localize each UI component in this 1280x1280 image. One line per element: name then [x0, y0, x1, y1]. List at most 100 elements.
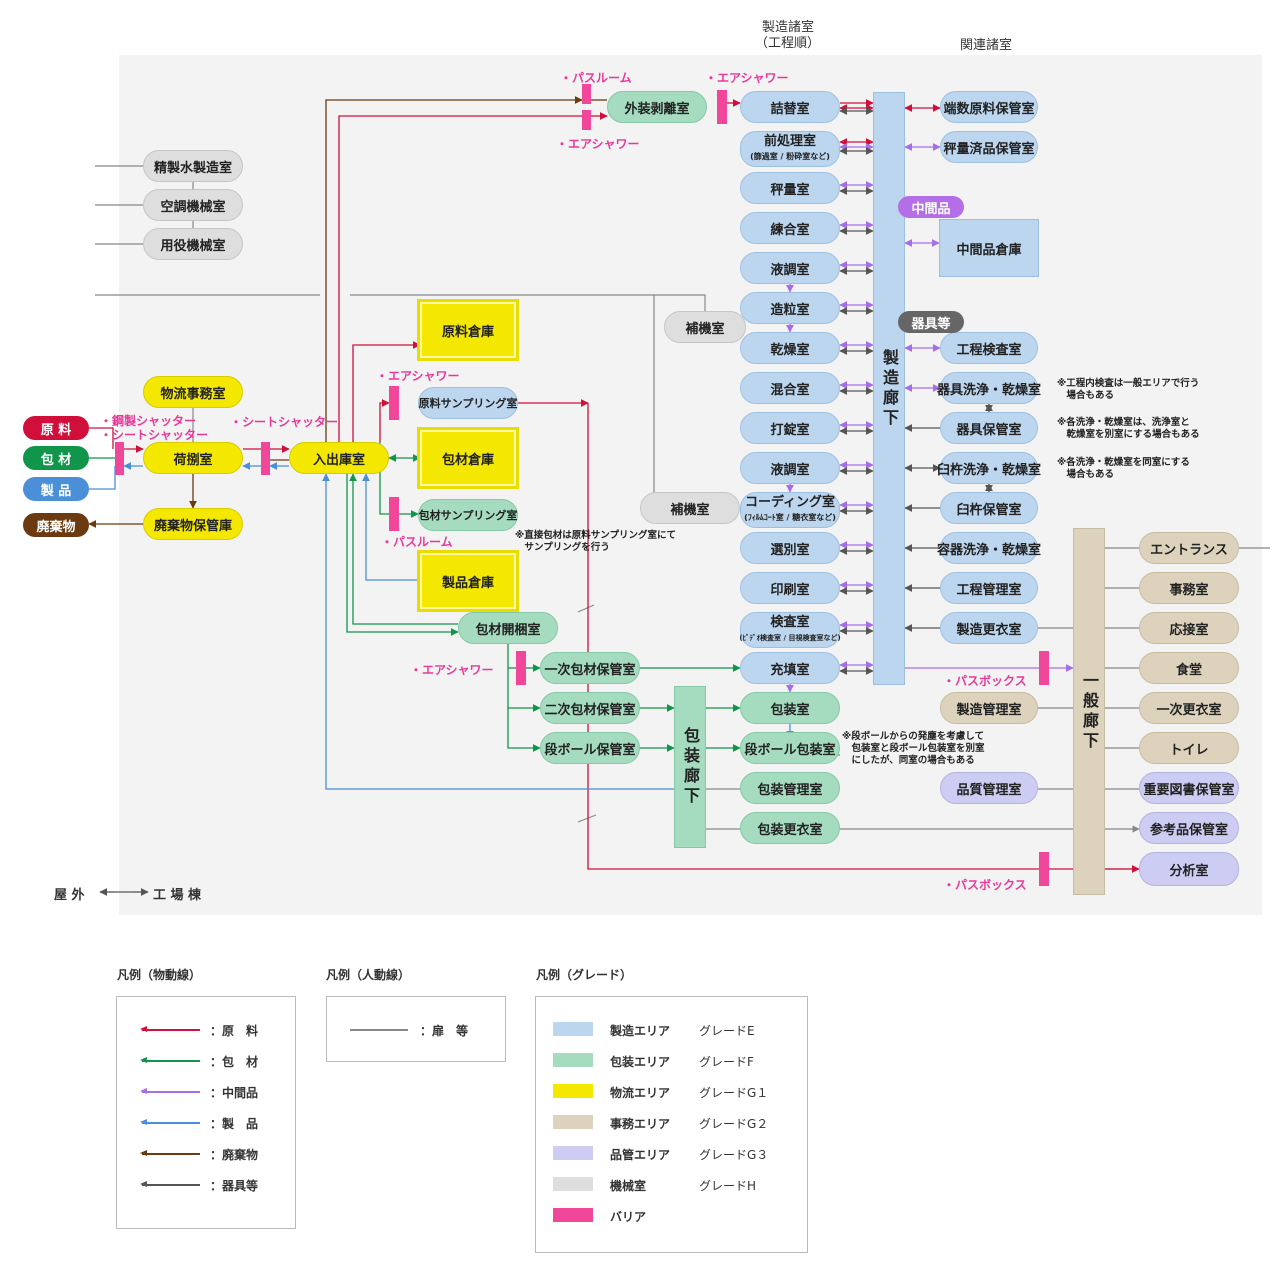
- room-secondary-pack-storage[interactable]: 二次包材保管室: [540, 692, 640, 724]
- room-tool-wash[interactable]: 器具洗浄・乾燥室: [937, 372, 1041, 404]
- legend-flow-title: 凡例（物動線）: [117, 968, 202, 982]
- legend-flow-arrowhead: [140, 1181, 147, 1187]
- legend-grade-swatch: [553, 1177, 593, 1191]
- room-carton-packaging[interactable]: 段ボール包装室: [740, 732, 840, 764]
- legend-people-swatch: [350, 1029, 408, 1031]
- room-packaging[interactable]: 包装室: [740, 692, 840, 724]
- room-raw-warehouse[interactable]: 原料倉庫: [417, 299, 519, 361]
- label-steel-shutter: ・鋼製シャッター: [100, 414, 197, 428]
- input-pack: 包 材: [23, 446, 89, 470]
- room-process-management[interactable]: 工程管理室: [940, 572, 1038, 604]
- room-weighed-storage[interactable]: 秤量済品保管室: [940, 131, 1038, 163]
- room-toilet[interactable]: トイレ: [1139, 732, 1239, 764]
- legend-people-title: 凡例（人動線）: [326, 968, 411, 982]
- room-aux-2[interactable]: 補機室: [640, 492, 740, 524]
- corridor-packaging[interactable]: 包装廊下: [674, 686, 706, 848]
- room-utility[interactable]: 用役機械室: [143, 228, 243, 260]
- room-pack-warehouse[interactable]: 包材倉庫: [417, 427, 519, 489]
- room-primary-changing[interactable]: 一次更衣室: [1139, 692, 1239, 724]
- legend-grade-swatch: [553, 1022, 593, 1036]
- room-granulation[interactable]: 造粒室: [740, 292, 840, 324]
- connector: [577, 814, 597, 823]
- legend-grade-area: 品管エリア: [610, 1148, 671, 1162]
- room-selection[interactable]: 選別室: [740, 532, 840, 564]
- room-reception[interactable]: 応接室: [1139, 612, 1239, 644]
- room-primary-pack-storage[interactable]: 一次包材保管室: [540, 652, 640, 684]
- connector: [352, 341, 421, 442]
- connector: [507, 644, 541, 752]
- room-pack-changing[interactable]: 包装更衣室: [740, 812, 840, 844]
- room-liquid-2[interactable]: 液調室: [740, 452, 840, 484]
- room-aux-1[interactable]: 補機室: [664, 311, 746, 343]
- room-product-warehouse[interactable]: 製品倉庫: [417, 550, 519, 612]
- room-process-inspection[interactable]: 工程検査室: [940, 332, 1038, 364]
- room-weighing[interactable]: 秤量室: [740, 172, 840, 204]
- room-tableting[interactable]: 打錠室: [740, 412, 840, 444]
- room-refill[interactable]: 詰替室: [740, 91, 840, 123]
- room-pack-management[interactable]: 包装管理室: [740, 772, 840, 804]
- label-pass-box-2: ・パスボックス: [943, 878, 1027, 892]
- connector: [322, 473, 674, 790]
- legend-flow-swatch: [142, 1122, 200, 1124]
- connector: [587, 403, 1039, 870]
- room-unloading[interactable]: 荷捌室: [143, 442, 243, 474]
- room-logistics-office[interactable]: 物流事務室: [143, 376, 243, 408]
- room-mortar-storage[interactable]: 臼杵保管室: [940, 492, 1038, 524]
- connector: [349, 473, 458, 625]
- corridor-general[interactable]: 一般廊下: [1073, 528, 1105, 895]
- room-intermediate-warehouse[interactable]: 中間品倉庫: [939, 219, 1039, 277]
- room-quality-control[interactable]: 品質管理室: [940, 772, 1038, 804]
- input-prod: 製 品: [23, 477, 89, 501]
- room-laboratory[interactable]: 分析室: [1139, 852, 1239, 886]
- room-unpacking[interactable]: 包材開梱室: [458, 612, 558, 644]
- room-documents[interactable]: 重要図書保管室: [1139, 772, 1239, 804]
- label-sheet-shutter-a: ・シートシャッター: [100, 428, 209, 442]
- room-inspection[interactable]: 検査室 (ﾋﾞﾃﾞｵ検査室 / 目視検査室など): [739, 612, 841, 648]
- room-drying[interactable]: 乾燥室: [740, 332, 840, 364]
- barrier: [717, 90, 727, 124]
- header-mfg-order: （工程順）: [755, 36, 821, 51]
- room-mortar-wash[interactable]: 臼杵洗浄・乾燥室: [937, 452, 1041, 484]
- room-pretreatment-sub: (篩過室 / 粉砕室など): [750, 151, 830, 161]
- label-pass-box-1: ・パスボックス: [943, 674, 1027, 688]
- note-wash-same: ※各洗浄・乾燥室を同室にする 場合もある: [1057, 457, 1190, 480]
- room-filling[interactable]: 充填室: [740, 652, 840, 684]
- connector: [89, 466, 116, 490]
- room-outer-strip[interactable]: 外装剥離室: [607, 91, 707, 123]
- room-waste-storage[interactable]: 廃棄物保管庫: [143, 508, 243, 540]
- legend-flow-arrowhead: [140, 1150, 147, 1156]
- room-raw-sampling[interactable]: 原料サンプリング室: [418, 387, 518, 419]
- room-carton-storage[interactable]: 段ボール保管室: [540, 732, 640, 764]
- room-reference-samples[interactable]: 参考品保管室: [1139, 812, 1239, 844]
- legend-flow-swatch: [142, 1184, 200, 1186]
- room-tool-storage[interactable]: 器具保管室: [940, 412, 1038, 444]
- room-printing[interactable]: 印刷室: [740, 572, 840, 604]
- corridor-manufacturing[interactable]: 製造廊下: [873, 92, 905, 685]
- legend-grade-area: 包装エリア: [610, 1055, 671, 1069]
- room-mfg-management[interactable]: 製造管理室: [940, 692, 1038, 724]
- room-canteen[interactable]: 食堂: [1139, 652, 1239, 684]
- room-kneading[interactable]: 練合室: [740, 212, 840, 244]
- legend-flow-arrowhead: [140, 1026, 147, 1032]
- barrier: [389, 386, 399, 420]
- room-pure-water[interactable]: 精製水製造室: [143, 150, 243, 182]
- room-end-raw-storage[interactable]: 端数原料保管室: [940, 91, 1038, 123]
- room-office[interactable]: 事務室: [1139, 572, 1239, 604]
- room-pack-sampling[interactable]: 包材サンプリング室: [418, 499, 518, 531]
- room-mixing[interactable]: 混合室: [740, 372, 840, 404]
- room-hvac[interactable]: 空調機械室: [143, 189, 243, 221]
- room-inspection-label: 検査室: [770, 614, 810, 630]
- barrier: [1039, 651, 1049, 685]
- room-entrance[interactable]: エントランス: [1139, 532, 1239, 564]
- room-mfg-changing[interactable]: 製造更衣室: [940, 612, 1038, 644]
- room-liquid-1[interactable]: 液調室: [740, 252, 840, 284]
- room-pretreatment[interactable]: 前処理室 (篩過室 / 粉砕室など): [740, 131, 840, 167]
- room-coating[interactable]: コーディング室 (ﾌｨﾙﾑｺｰﾄ室 / 糖衣室など): [740, 492, 840, 528]
- room-container-wash[interactable]: 容器洗浄・乾燥室: [937, 532, 1041, 564]
- connector: [362, 473, 420, 581]
- legend-grade-area: バリア: [610, 1210, 647, 1224]
- label-pass-room-left: ・パスルーム: [381, 535, 453, 549]
- room-in-out[interactable]: 入出庫室: [289, 442, 389, 474]
- legend-flow-arrowhead: [140, 1088, 147, 1094]
- legend-grade-swatch: [553, 1208, 593, 1222]
